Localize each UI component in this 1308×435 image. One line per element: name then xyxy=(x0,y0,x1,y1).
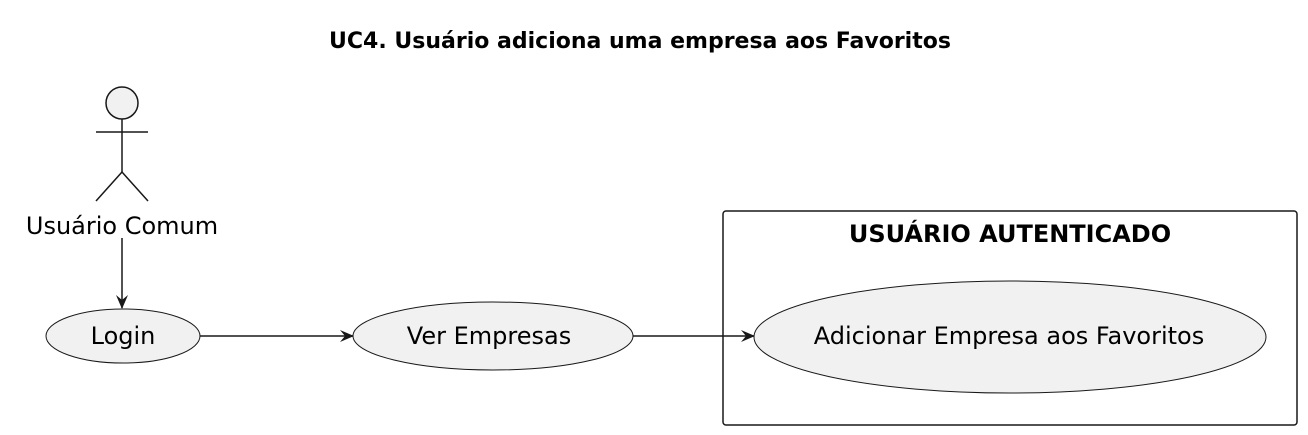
usecase-login-ellipse xyxy=(45,308,201,364)
usecase-adicionar-favoritos: Adicionar Empresa aos Favoritos xyxy=(753,280,1267,394)
actor-left-leg xyxy=(95,171,123,202)
actor-usuario-comum: Usuário Comum xyxy=(26,86,218,240)
usecase-adicionar-favoritos-ellipse xyxy=(753,280,1267,394)
usecase-ver-empresas-ellipse xyxy=(352,301,634,371)
usecase-login: Login xyxy=(45,308,201,364)
usecase-login-label: Login xyxy=(91,322,156,350)
boundary-title: USUÁRIO AUTENTICADO xyxy=(849,219,1171,248)
actor-right-leg xyxy=(121,171,149,202)
actor-label: Usuário Comum xyxy=(26,212,218,240)
usecase-adicionar-favoritos-label: Adicionar Empresa aos Favoritos xyxy=(814,322,1204,350)
actor-head xyxy=(105,86,139,120)
usecase-ver-empresas-label: Ver Empresas xyxy=(407,322,571,350)
usecase-ver-empresas: Ver Empresas xyxy=(352,301,634,371)
diagram-title: UC4. Usuário adiciona uma empresa aos Fa… xyxy=(329,29,951,54)
